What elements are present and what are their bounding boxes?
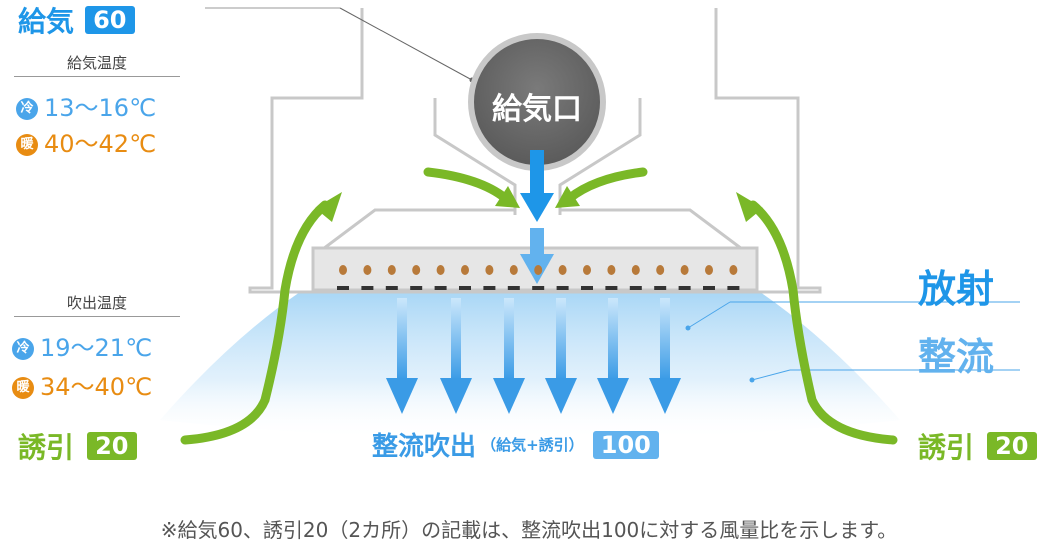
curved-arrow-icon	[180, 200, 330, 445]
nozzle-dot	[485, 265, 494, 275]
inner-chamber	[314, 208, 751, 257]
induction-left-group: 誘引 20	[18, 426, 137, 466]
rectification-label: 整流	[918, 335, 995, 379]
nozzle-dot	[607, 265, 616, 275]
nozzle-slit	[361, 286, 374, 290]
nozzle-slit	[629, 286, 642, 290]
supply-temp-title: 給気温度	[14, 52, 180, 77]
nozzle-slit	[337, 286, 349, 290]
nozzle-dot	[583, 265, 591, 275]
nozzle-dot	[339, 265, 347, 275]
curved-arrow-icon	[423, 167, 510, 203]
nozzle-slit	[434, 286, 447, 290]
footnote: ※給気60、誘引20（2カ所）の記載は、整流吹出100に対する風量比を示します。	[160, 518, 898, 542]
down-arrow-icon	[649, 298, 681, 414]
outlet-temp-warm-row: 暖 34〜40℃	[12, 367, 152, 402]
supply-label-group: 給気 60	[18, 0, 135, 40]
supply-temp-cool-row: 冷 13〜16℃	[16, 88, 156, 123]
nozzle-slit	[703, 286, 715, 290]
nozzle-slit	[385, 286, 398, 290]
supply-value-badge: 60	[85, 6, 135, 34]
down-arrow-icon	[493, 298, 525, 414]
supply-temp-cool: 13〜16℃	[44, 94, 157, 122]
supply-port-label: 給気口	[492, 92, 582, 127]
warm-icon: 暖	[12, 377, 34, 399]
duct-housing	[248, 8, 822, 294]
nozzle-dot	[729, 265, 738, 275]
nozzle-dot	[461, 265, 469, 275]
flow-label: 整流吹出	[372, 432, 477, 462]
nozzle-dot	[436, 265, 445, 275]
outlet-temp-cool-row: 冷 19〜21℃	[12, 328, 152, 363]
nozzle-dot	[387, 265, 396, 275]
cool-icon: 冷	[16, 98, 38, 120]
nozzle-slit	[727, 286, 740, 290]
nozzle-slit	[507, 286, 520, 290]
nozzle-dot	[656, 265, 665, 275]
flow-sub-label: （給気+誘引）	[481, 436, 584, 454]
induction-left-value-badge: 20	[87, 432, 137, 460]
down-arrow-icon	[545, 298, 577, 414]
nozzle-slit	[581, 286, 593, 290]
down-arrow-icon	[386, 298, 418, 414]
induction-right-value-badge: 20	[987, 432, 1037, 460]
curved-arrow-icon	[748, 200, 898, 445]
nozzle-dot	[558, 265, 567, 275]
radiation-label: 放射	[918, 267, 995, 311]
outlet-temp-cool: 19〜21℃	[40, 334, 153, 362]
induction-right-group: 誘引 20	[918, 426, 1037, 466]
rectified-flow-area	[160, 292, 900, 440]
curved-arrow-icon	[565, 167, 648, 203]
nozzle-slit	[410, 286, 423, 290]
nozzle-slit	[678, 286, 691, 290]
nozzle-slit	[483, 286, 496, 290]
flow-label-group: 整流吹出 （給気+誘引） 100	[372, 426, 659, 463]
nozzle-dot	[705, 265, 713, 275]
nozzle-slit	[532, 286, 545, 290]
nozzle-dot	[363, 265, 372, 275]
cool-icon: 冷	[12, 338, 34, 360]
down-arrow-icon	[440, 298, 472, 414]
induction-right-label: 誘引	[918, 431, 975, 464]
nozzle-slit	[654, 286, 667, 290]
supply-label: 給気	[18, 5, 75, 38]
nozzle-slit	[459, 286, 471, 290]
warm-icon: 暖	[16, 134, 38, 156]
outlet-temp-title: 吹出温度	[14, 292, 180, 317]
nozzle-dot	[680, 265, 689, 275]
nozzle-dot	[534, 265, 543, 275]
supply-temp-warm: 40〜42℃	[44, 130, 157, 158]
nozzle-dot	[509, 265, 518, 275]
flow-value-badge: 100	[592, 430, 659, 459]
nozzle-dot	[631, 265, 640, 275]
down-arrow-icon	[597, 298, 629, 414]
nozzle-dot	[412, 265, 421, 275]
nozzle-slit	[556, 286, 569, 290]
induction-left-label: 誘引	[18, 431, 75, 464]
nozzle-slit	[605, 286, 618, 290]
supply-temp-warm-row: 暖 40〜42℃	[16, 124, 156, 159]
outlet-temp-warm: 34〜40℃	[40, 373, 153, 401]
